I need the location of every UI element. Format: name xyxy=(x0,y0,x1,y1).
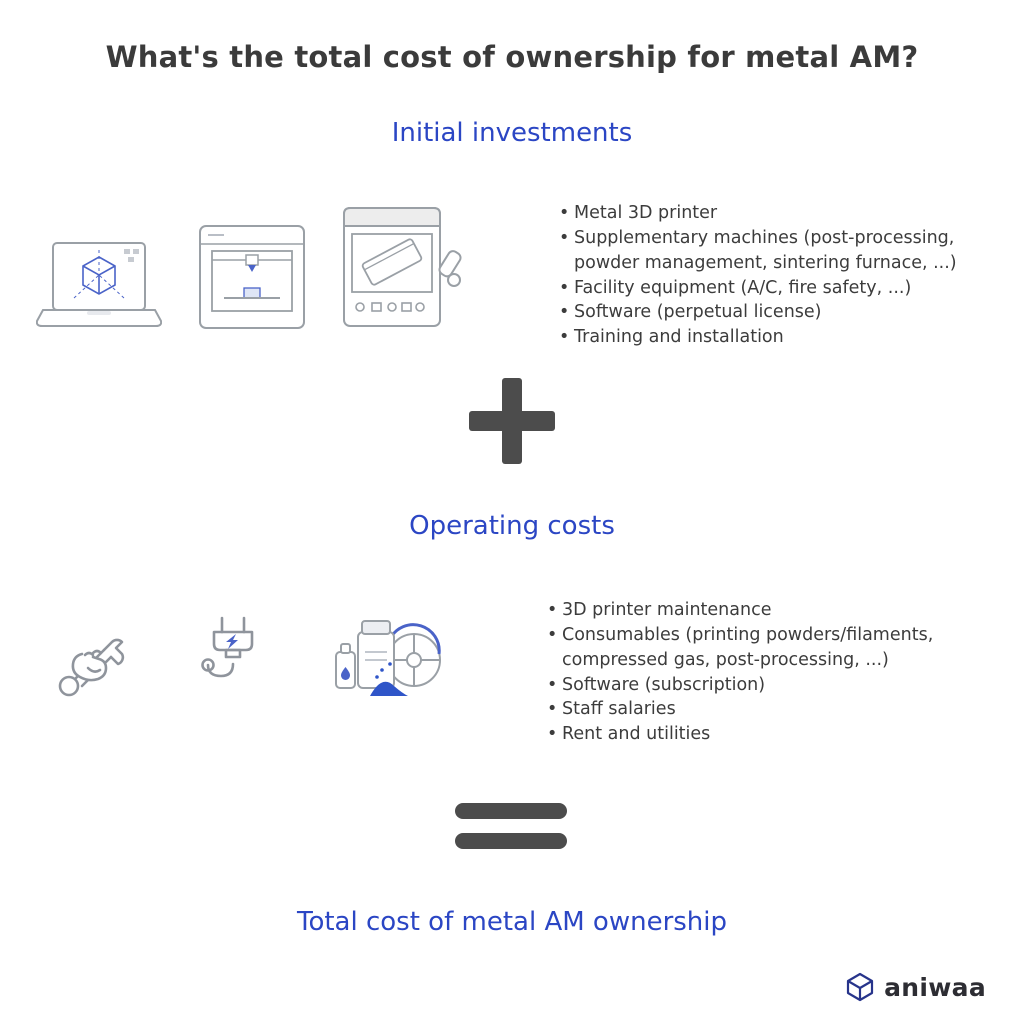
list-item: 3D printer maintenance xyxy=(546,598,986,623)
list-item: Software (perpetual license) xyxy=(558,300,986,325)
operating-costs-list: 3D printer maintenance Consumables (prin… xyxy=(546,598,986,747)
maintenance-wrench-hand-icon xyxy=(58,638,125,697)
consumables-powder-spool-icon xyxy=(335,620,441,696)
metal-3d-printer-icon xyxy=(199,225,305,329)
aniwaa-logo: aniwaa xyxy=(845,972,986,1002)
aniwaa-logo-text: aniwaa xyxy=(884,972,986,1002)
initial-investments-heading: Initial investments xyxy=(391,118,633,148)
list-item: Software (subscription) xyxy=(546,673,986,698)
operating-costs-icons xyxy=(52,610,444,702)
post-processing-machine-icon xyxy=(343,207,462,327)
aniwaa-cube-icon xyxy=(847,972,874,1002)
list-item: Rent and utilities xyxy=(546,722,986,747)
operating-costs-heading: Operating costs xyxy=(409,511,615,541)
list-item: Training and installation xyxy=(558,325,986,350)
page-title: What's the total cost of ownership for m… xyxy=(105,40,919,74)
cad-laptop-icon xyxy=(36,242,162,327)
plus-operator-icon xyxy=(469,378,555,464)
initial-investments-list: Metal 3D printer Supplementary machines … xyxy=(558,201,986,350)
list-item: Supplementary machines (post-processing,… xyxy=(558,226,986,276)
list-item: Metal 3D printer xyxy=(558,201,986,226)
list-item: Staff salaries xyxy=(546,697,986,722)
electricity-plug-icon xyxy=(201,616,254,678)
total-cost-heading: Total cost of metal AM ownership xyxy=(296,907,728,937)
list-item: Facility equipment (A/C, fire safety, ..… xyxy=(558,276,986,301)
list-item: Consumables (printing powders/filaments,… xyxy=(546,623,986,673)
equals-operator-icon xyxy=(455,803,567,863)
initial-investments-icons xyxy=(36,204,464,330)
